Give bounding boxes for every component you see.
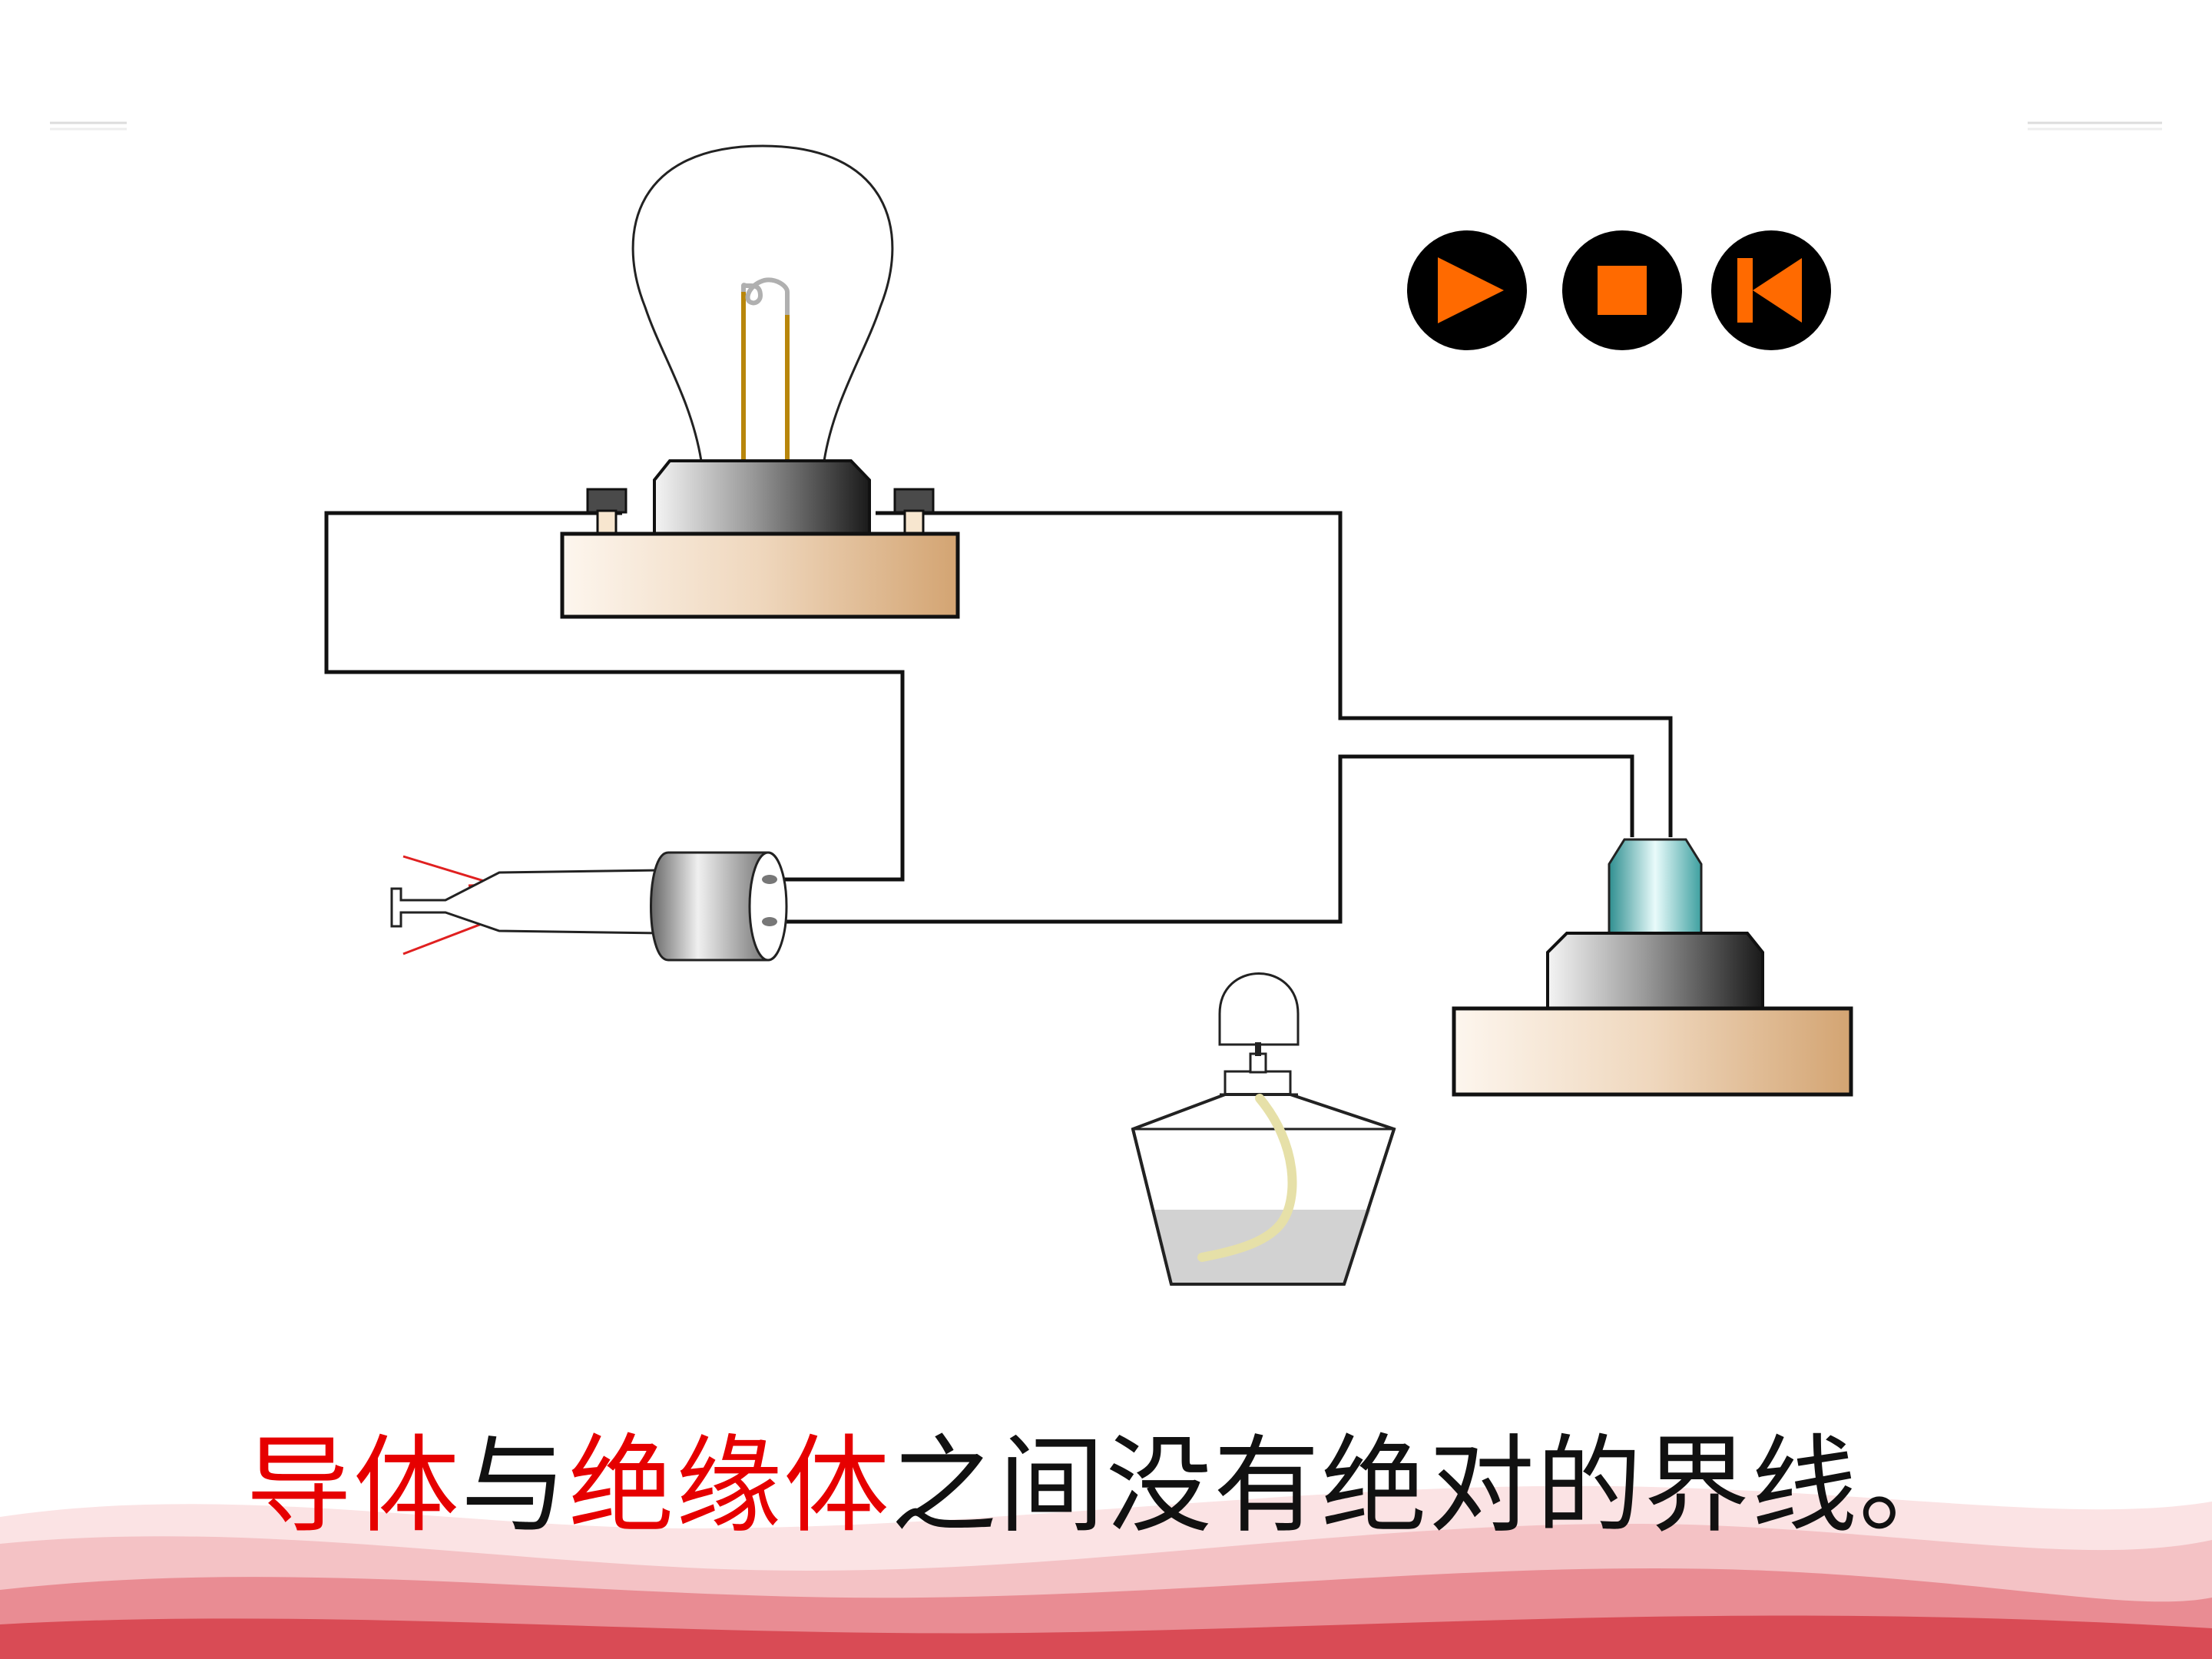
- decorative-waves: [0, 1485, 2212, 1659]
- slide-caption: 导体与绝缘体之间没有绝对的界线。: [0, 1425, 2212, 1548]
- caption-conductor: 导体: [245, 1424, 461, 1548]
- lamp-wick: [1197, 1094, 1297, 1262]
- light-bulb: [631, 144, 894, 462]
- glass-insulator-stand: [1452, 838, 1853, 1097]
- lamp-holder: [560, 459, 960, 619]
- play-button[interactable]: [1407, 230, 1527, 350]
- circuit-wires: [324, 511, 1673, 924]
- alcohol-lamp: [1131, 972, 1396, 1286]
- stand-wood-base: [1452, 1006, 1853, 1097]
- caption-and: 与: [460, 1424, 568, 1548]
- stop-button[interactable]: [1562, 230, 1682, 350]
- header-rules: [50, 121, 2162, 131]
- clamp-connector: [390, 851, 788, 962]
- stop-icon: [1598, 266, 1647, 315]
- play-icon: [1438, 257, 1504, 323]
- caption-rest: 之间没有绝对的界线。: [891, 1424, 1967, 1548]
- bulb-filament: [741, 277, 790, 315]
- terminal-screw-left: [586, 488, 628, 514]
- caption-insulator: 绝缘体: [568, 1424, 892, 1548]
- terminal-screw-right: [893, 488, 935, 514]
- skip-back-icon: [1737, 258, 1802, 323]
- lamp-wood-base: [560, 531, 960, 619]
- rewind-button[interactable]: [1711, 230, 1831, 350]
